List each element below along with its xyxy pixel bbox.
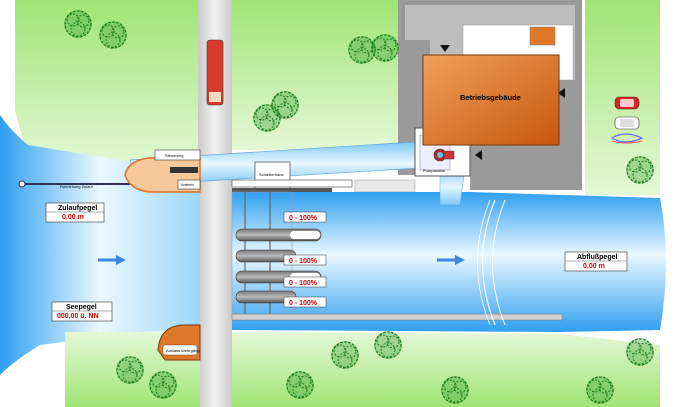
unit-mid[interactable]	[177, 179, 201, 190]
unit-mid-label: Antrieb	[181, 182, 194, 187]
lake-gauge-title: Seepegel	[66, 304, 97, 311]
tree-icon	[63, 9, 93, 39]
gate-value-4[interactable]: 0 - 100%	[283, 296, 327, 308]
bottom-house-label: Auslass Wehrgang	[166, 348, 200, 353]
gate-value-2[interactable]: 0 - 100%	[283, 254, 327, 266]
lake-gauge[interactable]: Seepegel 000,00 ü. NN	[51, 301, 113, 322]
gate-bar-1[interactable]	[235, 228, 322, 242]
svg-text:0 - 100%: 0 - 100%	[289, 300, 318, 307]
triangle-marker-icon[interactable]	[475, 150, 482, 160]
outflow-gauge[interactable]: Abflußpegel 0,00 m	[564, 251, 628, 272]
gate-value-1[interactable]: 0 - 100%	[283, 211, 327, 223]
tree-icon	[370, 33, 400, 63]
tree-icon	[285, 370, 315, 400]
outflow-gauge-title: Abflußpegel	[577, 254, 617, 261]
pump-icon[interactable]	[433, 148, 455, 162]
inflow-gauge-value: 0,00 m	[62, 214, 84, 221]
tree-icon	[252, 103, 282, 133]
grass-area-top-left	[15, 0, 200, 168]
tree-icon	[330, 340, 360, 370]
svg-text:0 - 100%: 0 - 100%	[289, 280, 318, 287]
lake-gauge-value: 000,00 ü. NN	[57, 313, 99, 320]
building-label: Betriebsgebäude	[460, 93, 521, 102]
bus-icon	[206, 39, 224, 106]
tree-icon	[440, 375, 470, 405]
svg-text:0 - 100%: 0 - 100%	[289, 258, 318, 265]
gate-value-3[interactable]: 0 - 100%	[283, 276, 327, 288]
pump-station-label: Pumpstation	[423, 168, 445, 173]
svg-text:0 - 100%: 0 - 100%	[289, 215, 318, 222]
river-channel	[232, 192, 666, 332]
car-icon	[614, 116, 640, 130]
tree-icon	[625, 337, 655, 367]
triangle-marker-icon[interactable]	[558, 88, 565, 98]
triangle-marker-icon[interactable]	[440, 45, 450, 52]
low-shed	[354, 179, 416, 193]
unit-top-label: Steuerung	[165, 153, 183, 158]
car-outline	[610, 133, 644, 143]
tree-icon	[148, 370, 178, 400]
pipe-left-label: Rohrleitung Zulauf	[60, 184, 94, 189]
tree-icon	[625, 155, 655, 185]
inflow-gauge-title: Zulaufpegel	[58, 205, 97, 212]
main-building[interactable]	[422, 54, 560, 146]
outflow-gauge-value: 0,00 m	[583, 263, 605, 270]
small-orange-roof	[529, 26, 556, 46]
tree-icon	[115, 355, 145, 385]
car-icon	[614, 96, 640, 110]
inflow-gauge[interactable]: Zulaufpegel 0,00 m	[45, 202, 105, 223]
tree-icon	[98, 20, 128, 50]
tree-icon	[585, 375, 615, 405]
tree-icon	[373, 330, 403, 360]
unit-top[interactable]	[154, 149, 201, 161]
weir-curves	[481, 199, 496, 326]
gate-house-label: Schieberhaus	[259, 172, 283, 177]
